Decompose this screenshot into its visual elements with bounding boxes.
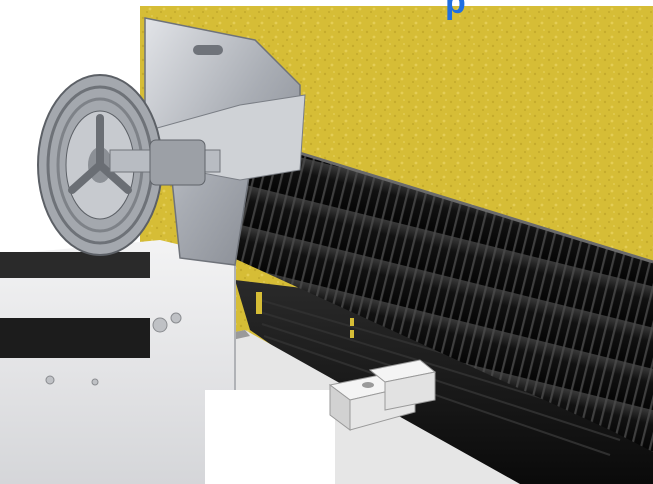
- door-opening: [205, 390, 335, 484]
- wall-upper-edge: [140, 0, 653, 6]
- door-panel-rail: [0, 318, 150, 358]
- door-panel-holes: [45, 312, 182, 386]
- track-slots: [256, 292, 354, 338]
- door-panel-rail-top: [0, 252, 150, 278]
- spacer-block-rear: [368, 359, 437, 411]
- spring-coupler: [149, 139, 206, 186]
- cable-drum: [37, 74, 163, 256]
- bracket-slot: [193, 45, 223, 55]
- door-panel: [0, 240, 235, 484]
- cropped-heading-text: p: [445, 0, 466, 21]
